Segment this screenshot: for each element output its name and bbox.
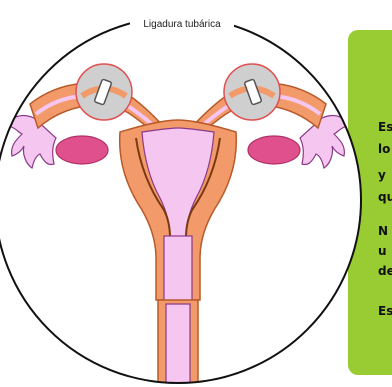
vaginal-canal [166, 304, 190, 387]
cervix [164, 236, 192, 306]
right-ovary [248, 136, 300, 164]
diagram-caption: Ligadura tubárica [143, 19, 221, 30]
right-ligation-clamp [224, 64, 280, 120]
left-ligation-clamp [76, 64, 132, 120]
left-ovary [56, 136, 108, 164]
